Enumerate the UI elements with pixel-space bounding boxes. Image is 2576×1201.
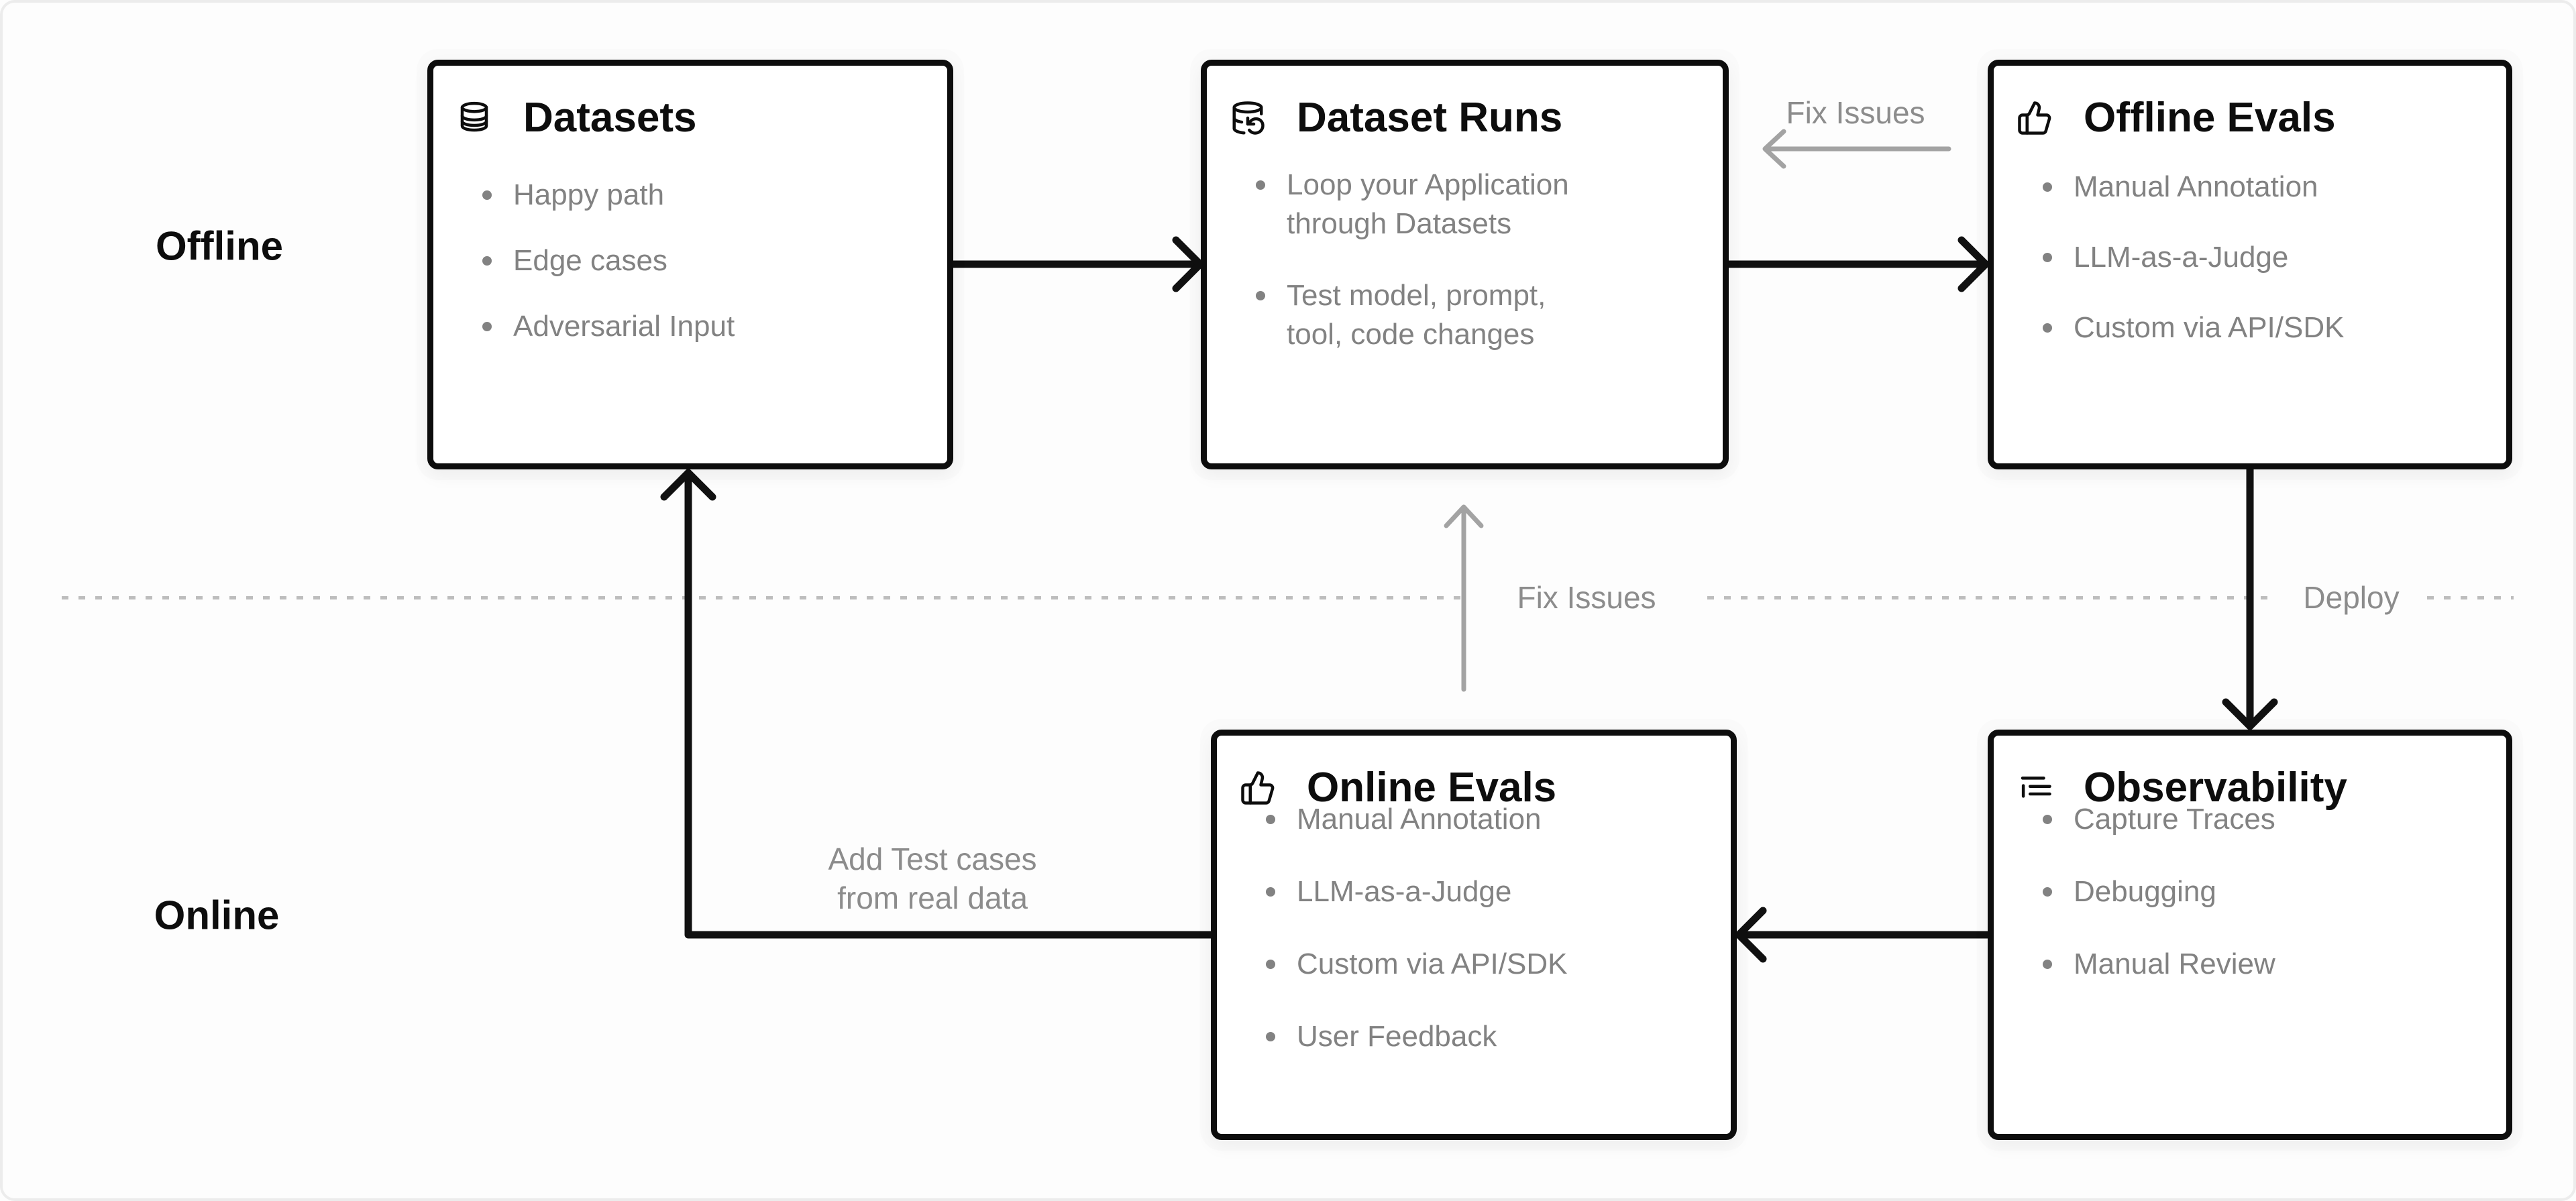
list-item: Manual Annotation [2041,168,2486,207]
box-observability-list: Capture Traces Debugging Manual Review [2041,800,2486,984]
lane-label-offline: Offline [156,223,283,269]
list-item: Loop your Application through Datasets [1254,166,1590,243]
arrow-online-evals-to-datasets [660,469,1215,939]
box-title: Offline Evals [2084,95,2336,141]
annotation-add-test-cases-line1: Add Test cases [828,842,1037,876]
list-item: Adversarial Input [481,307,927,346]
box-title: Observability [2084,764,2347,811]
list-item: Custom via API/SDK [1265,945,1711,984]
box-observability-header: Observability [2017,764,2347,811]
box-datasets-list: Happy path Edge cases Adversarial Input [481,176,927,346]
box-online-evals-header: Online Evals [1240,764,1556,811]
list-item: Test model, prompt, tool, code changes [1254,276,1590,354]
annotation-fix-issues-top: Fix Issues [1786,95,1925,130]
box-observability: Observability Capture Traces Debugging M… [1988,730,2512,1140]
list-item: LLM-as-a-Judge [2041,238,2486,277]
arrow-fix-issues-vertical [1444,504,1484,692]
box-online-evals: Online Evals Manual Annotation LLM-as-a-… [1211,730,1737,1140]
annotation-add-test-cases-line2: from real data [837,880,1028,915]
box-dataset-runs: Dataset Runs Loop your Application throu… [1201,60,1729,469]
box-dataset-runs-list: Loop your Application through Datasets T… [1254,166,1703,354]
arrow-observability-to-online-evals [1735,907,1992,963]
list-item: User Feedback [1265,1017,1711,1056]
box-dataset-runs-header: Dataset Runs [1230,94,1562,141]
arrow-offline-evals-to-observability [2222,465,2278,730]
box-online-evals-list: Manual Annotation LLM-as-a-Judge Custom … [1265,800,1711,1056]
arrow-fix-issues-top [1762,129,1951,169]
list-item: Happy path [481,176,927,215]
arrow-dataset-runs-to-offline-evals [1725,236,1990,292]
box-datasets-header: Datasets [456,94,696,141]
lane-label-online: Online [154,893,280,938]
box-offline-evals-list: Manual Annotation LLM-as-a-Judge Custom … [2041,168,2486,347]
list-item: Custom via API/SDK [2041,308,2486,347]
box-title: Dataset Runs [1297,95,1563,141]
divider-dashed-line [1707,596,2274,599]
divider-dashed-line [2427,596,2514,599]
annotation-fix-issues-mid: Fix Issues [1505,578,1668,617]
divider-dashed-line [62,596,1469,599]
database-refresh-icon [1230,100,1266,136]
database-icon [456,100,492,136]
list-item: LLM-as-a-Judge [1265,872,1711,911]
thumbs-up-icon [2017,100,2053,136]
arrow-datasets-to-dataset-runs [949,236,1204,292]
list-item: Manual Annotation [1265,800,1711,839]
box-datasets: Datasets Happy path Edge cases Adversari… [427,60,953,469]
list-item: Capture Traces [2041,800,2486,839]
box-offline-evals-header: Offline Evals [2017,94,2336,141]
thumbs-up-icon [1240,770,1276,806]
box-offline-evals: Offline Evals Manual Annotation LLM-as-a… [1988,60,2512,469]
trace-list-icon [2017,770,2053,806]
annotation-deploy: Deploy [2291,578,2412,617]
box-title: Online Evals [1307,764,1557,811]
list-item: Manual Review [2041,945,2486,984]
box-title: Datasets [523,95,697,141]
annotation-add-test-cases: Add Test cases from real data [828,840,1036,917]
list-item: Debugging [2041,872,2486,911]
list-item: Edge cases [481,241,927,280]
